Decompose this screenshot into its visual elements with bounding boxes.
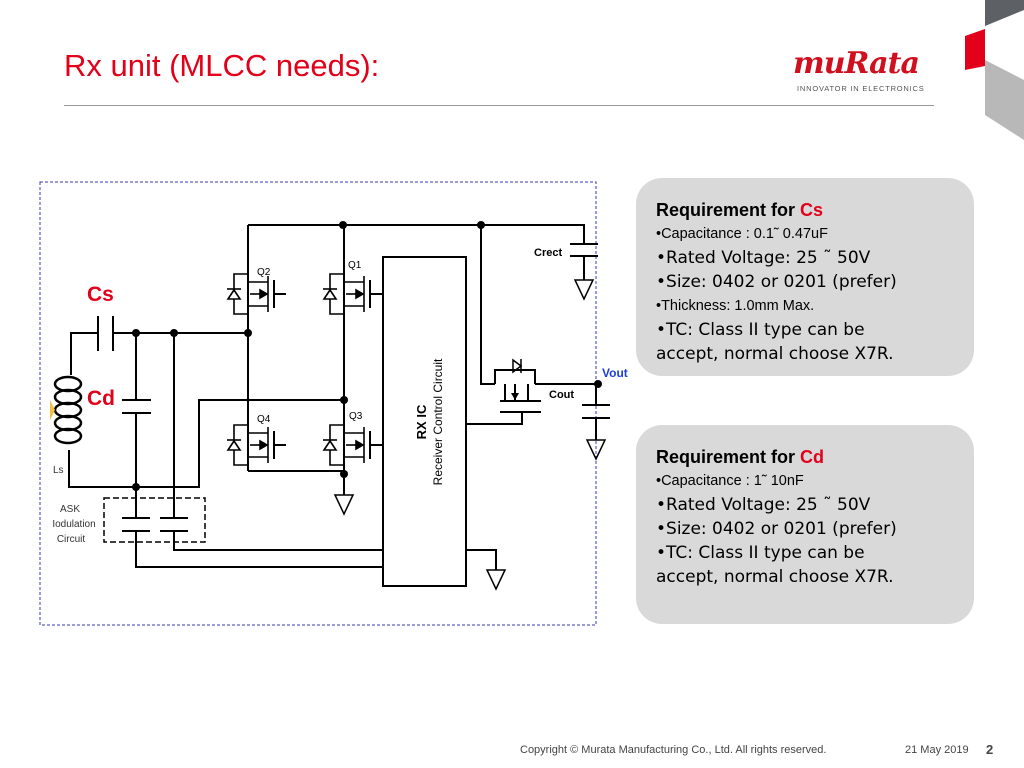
q2-mosfet bbox=[226, 273, 286, 315]
page-number: 2 bbox=[986, 742, 994, 757]
q1-mosfet bbox=[322, 273, 382, 315]
ic-title: RX IC bbox=[414, 404, 429, 439]
cs-box-header: Requirement for bbox=[656, 200, 801, 220]
junction-dot bbox=[594, 380, 602, 388]
q3-mosfet bbox=[322, 424, 382, 466]
ask-label-3: Circuit bbox=[57, 534, 86, 545]
cs-thickness: •Thickness: 1.0mm Max. bbox=[656, 298, 815, 314]
cd-tc: •TC: Class II type can be bbox=[656, 543, 865, 563]
cs-box-header-part: Cs bbox=[800, 200, 824, 220]
cd-label: Cd bbox=[87, 387, 115, 410]
junction-dot bbox=[244, 329, 252, 337]
cd-capacitance: •Capacitance : 1˜ 10nF bbox=[656, 473, 804, 489]
cs-capacitance: •Capacitance : 0.1˜ 0.47uF bbox=[656, 226, 828, 242]
cs-tc-cont: accept, normal choose X7R. bbox=[656, 344, 894, 364]
cd-box-header-part: Cd bbox=[800, 447, 825, 467]
ground-icon bbox=[333, 494, 355, 516]
junction-dot bbox=[132, 483, 140, 491]
crect-label: Crect bbox=[534, 247, 562, 259]
cd-requirement-box: Requirement for Cd •Capacitance : 1˜ 10n… bbox=[636, 425, 974, 624]
ground-icon bbox=[585, 439, 607, 461]
ground-icon bbox=[485, 569, 507, 591]
q4-mosfet bbox=[226, 424, 286, 466]
diagram-frame bbox=[39, 181, 597, 626]
vout-label: Vout bbox=[602, 366, 628, 380]
murata-logo: muRata bbox=[793, 46, 920, 81]
ask-label-2: Iodulation bbox=[52, 519, 95, 530]
slide-title: Rx unit (MLCC needs): bbox=[64, 48, 380, 83]
cs-size: •Size: 0402 or 0201 (prefer) bbox=[656, 272, 897, 292]
ic-subtitle: Receiver Control Circuit bbox=[431, 358, 445, 485]
cd-rated-voltage: •Rated Voltage: 25 ˜ 50V bbox=[656, 495, 871, 515]
cs-rated-voltage: •Rated Voltage: 25 ˜ 50V bbox=[656, 248, 871, 268]
copyright: Copyright © Murata Manufacturing Co., Lt… bbox=[520, 744, 827, 756]
cs-requirement-box: Requirement for Cs •Capacitance : 0.1˜ 0… bbox=[636, 178, 974, 376]
ground-icon bbox=[573, 279, 595, 301]
cd-size: •Size: 0402 or 0201 (prefer) bbox=[656, 519, 897, 539]
wires bbox=[68, 224, 610, 570]
q2-label: Q2 bbox=[257, 267, 271, 278]
ask-label-1: ASK bbox=[60, 504, 80, 515]
slide-date: 21 May 2019 bbox=[905, 744, 969, 756]
q3-label: Q3 bbox=[349, 411, 363, 422]
rx-ic-block bbox=[382, 256, 467, 587]
junction-dot bbox=[170, 329, 178, 337]
cs-label: Cs bbox=[87, 283, 114, 306]
logo-tagline: INNOVATOR IN ELECTRONICS bbox=[797, 84, 925, 93]
q4-label: Q4 bbox=[257, 414, 271, 425]
inductor-ls bbox=[53, 375, 83, 445]
cd-box-header: Requirement for bbox=[656, 447, 801, 467]
cd-tc-cont: accept, normal choose X7R. bbox=[656, 567, 894, 587]
title-divider bbox=[64, 105, 934, 106]
q1-label: Q1 bbox=[348, 260, 362, 271]
cs-tc: •TC: Class II type can be bbox=[656, 320, 865, 340]
ls-label: Ls bbox=[53, 465, 64, 476]
junction-dot bbox=[340, 396, 348, 404]
junction-dot bbox=[339, 221, 347, 229]
junction-dot bbox=[477, 221, 485, 229]
junction-dot bbox=[132, 329, 140, 337]
cout-label: Cout bbox=[549, 389, 574, 401]
junction-dot bbox=[340, 470, 348, 478]
